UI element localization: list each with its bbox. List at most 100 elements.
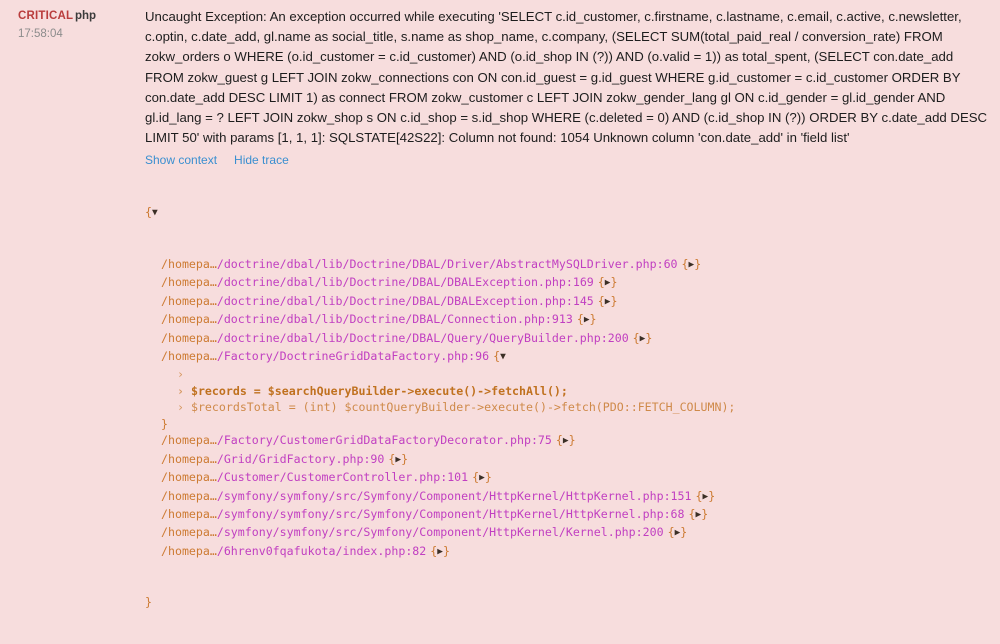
chevron-right-icon[interactable]: ▶ [674,527,681,539]
trace-frame-line-number: :96 [468,348,490,363]
trace-frame-toggle[interactable]: {▶} [388,452,408,466]
chevron-right-icon[interactable]: ▶ [562,435,569,447]
trace-frame-path: /doctrine/dbal/lib/Doctrine/DBAL/DBALExc… [216,293,566,308]
trace-frame-path: /symfony/symfony/src/Symfony/Component/H… [216,488,664,503]
trace-frame-close-brace: } [442,543,450,558]
chevron-right-icon[interactable]: ▶ [437,545,443,557]
trace-frame[interactable]: /homepa…/doctrine/dbal/lib/Doctrine/DBAL… [145,293,992,311]
trace-frame[interactable]: /homepa…/doctrine/dbal/lib/Doctrine/DBAL… [145,256,992,274]
log-level-badge: CRITICAL [18,10,74,22]
trace-frame-path-prefix: /homepa… [161,348,217,363]
trace-frame-close-brace: } [589,312,597,327]
trace-frame-line-number: :60 [656,256,678,271]
trace-frame-toggle[interactable]: {▶} [682,257,702,271]
trace-frame-close-brace: } [161,416,168,431]
show-context-link[interactable]: Show context [145,153,218,168]
trace-frame-path-prefix: /homepa… [161,507,217,522]
trace-frame-path: /6hrenv0fqafukota/index.php [216,543,406,558]
trace-frame-path: /doctrine/dbal/lib/Doctrine/DBAL/Query/Q… [216,330,601,345]
trace-frame-line-number: :101 [440,470,469,485]
trace-frame-line-number: :145 [565,293,594,308]
trace-frame-path-prefix: /homepa… [161,312,217,327]
trace-frame-toggle[interactable]: {▶} [633,331,653,345]
trace-frame[interactable]: /homepa…/Factory/CustomerGridDataFactory… [145,432,992,450]
trace-frame-path: /symfony/symfony/src/Symfony/Component/H… [216,507,664,522]
trace-frame[interactable]: /homepa…/symfony/symfony/src/Symfony/Com… [145,506,992,524]
trace-frame-line-number: :68 [663,507,685,522]
trace-frame-open-brace: { [681,256,689,271]
trace-frame-open-brace: { [493,348,501,363]
trace-frame[interactable]: /homepa…/symfony/symfony/src/Symfony/Com… [145,524,992,542]
trace-frame-path-prefix: /homepa… [161,293,217,308]
trace-frame-path: /Factory/DoctrineGridDataFactory.php [216,348,469,363]
trace-frame-close-brace: } [484,470,492,485]
trace-frame-line-number: :82 [405,543,427,558]
chevron-right-icon[interactable]: ▶ [604,295,611,307]
trace-frame-close-brace: } [401,451,409,466]
trace-frame-close-brace: } [701,507,709,522]
trace-frame-line-number: :75 [530,433,552,448]
chevron-right-icon[interactable]: ▶ [395,453,402,465]
trace-actions: Show context Hide trace [145,151,992,169]
trace-frame-toggle[interactable]: {▶} [689,507,709,521]
trace-frame[interactable]: /homepa…/Factory/DoctrineGridDataFactory… [145,348,992,366]
trace-frame-path-prefix: /homepa… [161,433,217,448]
trace-frame-path-prefix: /homepa… [161,488,217,503]
log-timestamp: 17:58:04 [18,28,63,40]
trace-frame-toggle[interactable]: {▶} [598,294,618,308]
trace-frame[interactable]: /homepa…/Customer/CustomerController.php… [145,469,992,487]
chevron-right-icon[interactable]: ▶ [688,258,695,270]
trace-code-line: › [177,366,992,382]
trace-frame-path: /doctrine/dbal/lib/Doctrine/DBAL/DBALExc… [216,275,566,290]
trace-frame-open-brace: { [632,330,640,345]
trace-frame-path: /doctrine/dbal/lib/Doctrine/DBAL/Driver/… [216,256,657,271]
chevron-right-icon[interactable]: ▶ [583,314,590,326]
trace-frame[interactable]: /homepa…/symfony/symfony/src/Symfony/Com… [145,488,992,506]
log-channel-column: php [75,0,145,23]
log-meta-column: CRITICAL 17:58:04 [0,0,75,42]
trace-frame-path: /doctrine/dbal/lib/Doctrine/DBAL/Connect… [216,312,545,327]
trace-code-line: › $records = $searchQueryBuilder->execut… [177,383,992,399]
trace-frame-toggle[interactable]: {▶} [668,525,688,539]
trace-root-open: {▼ [145,204,992,222]
trace-frame-toggle[interactable]: {▶} [556,433,576,447]
trace-frame-line-number: :200 [600,330,629,345]
trace-frame-line-number: :90 [363,451,385,466]
trace-frame-path-prefix: /homepa… [161,275,217,290]
trace-frame[interactable]: /homepa…/Grid/GridFactory.php:90{▶} [145,451,992,469]
trace-frame-path: /Factory/CustomerGridDataFactoryDecorato… [216,433,531,448]
trace-frame-open-brace: { [667,525,675,540]
chevron-right-icon[interactable]: ▶ [604,277,611,289]
trace-frame-toggle[interactable]: {▶} [430,544,450,558]
hide-trace-link[interactable]: Hide trace [234,153,289,168]
trace-frame-toggle[interactable]: {▶} [696,489,716,503]
trace-frame-path-prefix: /homepa… [161,470,217,485]
trace-frame[interactable]: /homepa…/doctrine/dbal/lib/Doctrine/DBAL… [145,274,992,292]
trace-frame-open-brace: { [555,433,563,448]
trace-frame-path-prefix: /homepa… [161,256,217,271]
stack-trace-dump: {▼ /homepa…/doctrine/dbal/lib/Doctrine/D… [145,171,992,643]
trace-frame-close-brace: } [694,256,702,271]
chevron-down-icon[interactable]: ▼ [500,350,506,362]
trace-frame-toggle[interactable]: {▶} [577,312,597,326]
trace-frame-toggle[interactable]: {▶} [598,275,618,289]
trace-frame[interactable]: /homepa…/doctrine/dbal/lib/Doctrine/DBAL… [145,330,992,348]
trace-root-toggle-icon[interactable]: ▼ [151,207,158,219]
trace-close-brace: } [145,595,152,610]
chevron-right-icon[interactable]: ▶ [639,332,646,344]
trace-frame[interactable]: /homepa…/doctrine/dbal/lib/Doctrine/DBAL… [145,311,992,329]
chevron-right-icon[interactable]: ▶ [702,490,709,502]
trace-frame-line-number: :169 [565,275,594,290]
trace-frame-line-number: :913 [544,312,573,327]
trace-frame-list: /homepa…/doctrine/dbal/lib/Doctrine/DBAL… [145,256,992,562]
chevron-right-icon[interactable]: ▶ [479,472,485,484]
trace-frame-close-brace: } [610,293,618,308]
trace-frame-open-brace: { [430,543,438,558]
trace-frame[interactable]: /homepa…/6hrenv0fqafukota/index.php:82{▶… [145,543,992,561]
trace-frame-toggle[interactable]: {▶} [472,470,492,484]
trace-frame-path: /Customer/CustomerController.php [216,470,441,485]
trace-frame-line-number: :151 [663,488,692,503]
trace-frame-open-brace: { [597,275,605,290]
trace-frame-toggle[interactable]: {▼ [493,349,506,363]
chevron-right-icon[interactable]: ▶ [695,509,702,521]
